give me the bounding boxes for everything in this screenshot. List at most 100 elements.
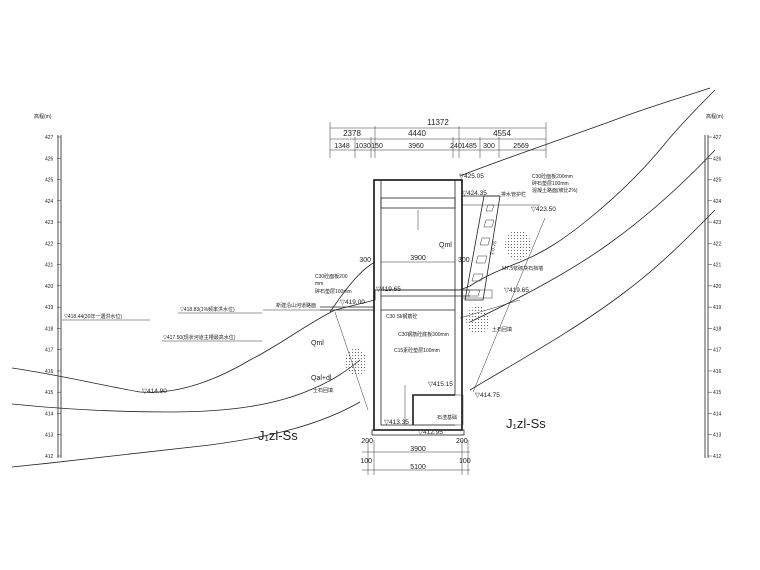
label-backfill-2: 土石回填 [492,326,512,333]
left-ticks-label: 421 [45,263,54,269]
dim-row2-b: 1030 [355,143,371,150]
left-scale-title: 高程(m) [34,113,52,120]
elev-42350: ▽423.50 [531,206,556,213]
right-ticks-label: 417 [713,348,722,354]
right-ticks-label: 424 [713,199,722,205]
left-ticks-label: 413 [45,433,54,439]
dim-bottom-right-a: 200 [456,438,468,445]
label-q-lower-b: Qal+dl [311,375,332,382]
elev-41844: ▽418.44(30年一遇洪水位) [64,313,122,320]
right-ticks-label: 425 [713,178,722,184]
dim-top-inner: 3900 [410,255,426,262]
elev-41490: ▽414.90 [142,388,167,395]
elev-41883: ▽418.83(1%频率洪水位) [180,306,235,313]
dim-row2-e: 240 [450,143,462,150]
left-ticks-label: 420 [45,284,54,290]
label-drain-pipe: 排水管护栏 [501,191,526,198]
dim-total: 11372 [427,118,449,127]
bottom-slab [371,429,465,436]
left-ticks-label: 422 [45,241,54,247]
right-ticks-label: 419 [713,305,722,311]
dim-bottom-left-a: 200 [361,438,373,445]
right-ticks-label: 413 [713,433,722,439]
ground-surface-line [11,89,716,393]
annotations: C30砼面板200mm 碎石垫层100mm 混凝土路面(坡比2%) 排水管护栏 … [258,173,578,443]
terrain-lines [11,87,716,468]
elev-42505: ▽425.05 [459,173,484,180]
left-ticks-label: 423 [45,220,54,226]
excavation-slope-right [472,217,546,393]
stone-retaining-wall [461,195,540,301]
dim-row2-g: 300 [483,143,495,150]
dim-row2-a: 1348 [334,143,350,150]
right-elevation-scale: 高程(m) 4274264254244234224214204194184174… [704,113,724,460]
bottom-dimension-chain: 200 100 3900 5100 200 100 [360,438,471,475]
weathering-line [11,359,361,413]
label-foundation: 石渣基础 [437,414,457,421]
dim-side-left: 300 [359,257,371,264]
dim-bottom-inner: 3900 [410,446,426,453]
dim-bottom-right-b: 100 [459,458,471,465]
right-scale-ticks: 4274264254244234224214204194184174164154… [708,135,722,460]
bedrock-line [11,401,361,468]
elev-41475: ▽414.75 [475,392,500,399]
fill-boundary-left [329,261,376,313]
label-c30-left-2: mm [315,281,323,287]
left-ticks-label: 427 [45,135,54,141]
right-ticks-label: 422 [713,241,722,247]
label-stone-wall: M7.5浆砌块石挡墙 [502,265,543,272]
left-platform [263,306,375,311]
label-c30-top-3: 混凝土路面(坡比2%) [532,187,578,194]
right-ticks-label: 412 [713,454,722,460]
right-scale-title: 高程(m) [706,113,724,120]
right-ticks-label: 420 [713,284,722,290]
dim-row1-c: 4554 [493,129,511,138]
water-levels [62,312,262,342]
label-q-upper: Qml [439,242,452,249]
elev-41335: ▽413.35 [384,419,409,426]
label-slope-ratio: 1:0.75 [489,240,498,255]
right-ticks-label: 421 [713,263,722,269]
elev-41515: ▽415.15 [428,381,453,388]
top-slab [380,197,456,209]
right-ticks-label: 414 [713,411,722,417]
label-backfill: 土石回填 [313,387,333,394]
top-dimension-chain: 11372 2378 4440 4554 1348 1030 150 3960 … [329,118,547,158]
label-c30-left: C30砼面板200 [315,273,348,280]
label-rock-left: J₁zl-Ss [258,428,298,443]
right-ticks-label: 427 [713,135,722,141]
label-q-lower-a: Qml [311,340,324,347]
dim-row2-h: 2569 [513,143,529,150]
box-structure: 3900 300 300 [359,179,470,436]
label-c30-top-2: 碎石垫层100mm [532,180,569,187]
elev-42435: ▽424.35 [462,190,487,197]
elev-41965: ▽419.65 [376,286,401,293]
left-ticks-label: 424 [45,199,54,205]
dim-row1-b: 4440 [408,129,426,138]
label-c30-top: C30砼面板200mm [532,173,573,180]
bedrock-line-right [469,209,716,391]
label-c30-low-2: C15素砼垫层100mm [394,347,440,354]
label-c30-mid: C30 Sk钢筋砼 [386,313,417,320]
right-ticks-label: 416 [713,369,722,375]
dim-bottom-left-b: 100 [360,458,372,465]
dim-row2-d: 3960 [408,143,424,150]
left-ticks-label: 415 [45,390,54,396]
elev-41750: ▽417.50(现状河道主槽最高水位) [163,334,236,341]
upper-ground-right [459,87,711,177]
left-ticks-label: 417 [45,348,54,354]
left-ticks-label: 412 [45,454,54,460]
dim-side-right: 300 [458,257,470,264]
left-ticks-label: 418 [45,326,54,332]
dim-row2-f: 1485 [461,143,477,150]
left-ticks-label: 414 [45,411,54,417]
elevation-markers: ▽425.05 ▽424.35 ▽423.50 ▽419.65 ▽419.65 … [64,173,556,436]
left-ticks-label: 416 [45,369,54,375]
label-c30-left-3: 碎石垫层100mm [315,288,352,295]
dim-bottom-total: 5100 [410,464,426,471]
weathering-line-right [469,149,716,323]
right-ticks-label: 418 [713,326,722,332]
left-ticks-label: 425 [45,178,54,184]
right-ticks-label: 426 [713,156,722,162]
